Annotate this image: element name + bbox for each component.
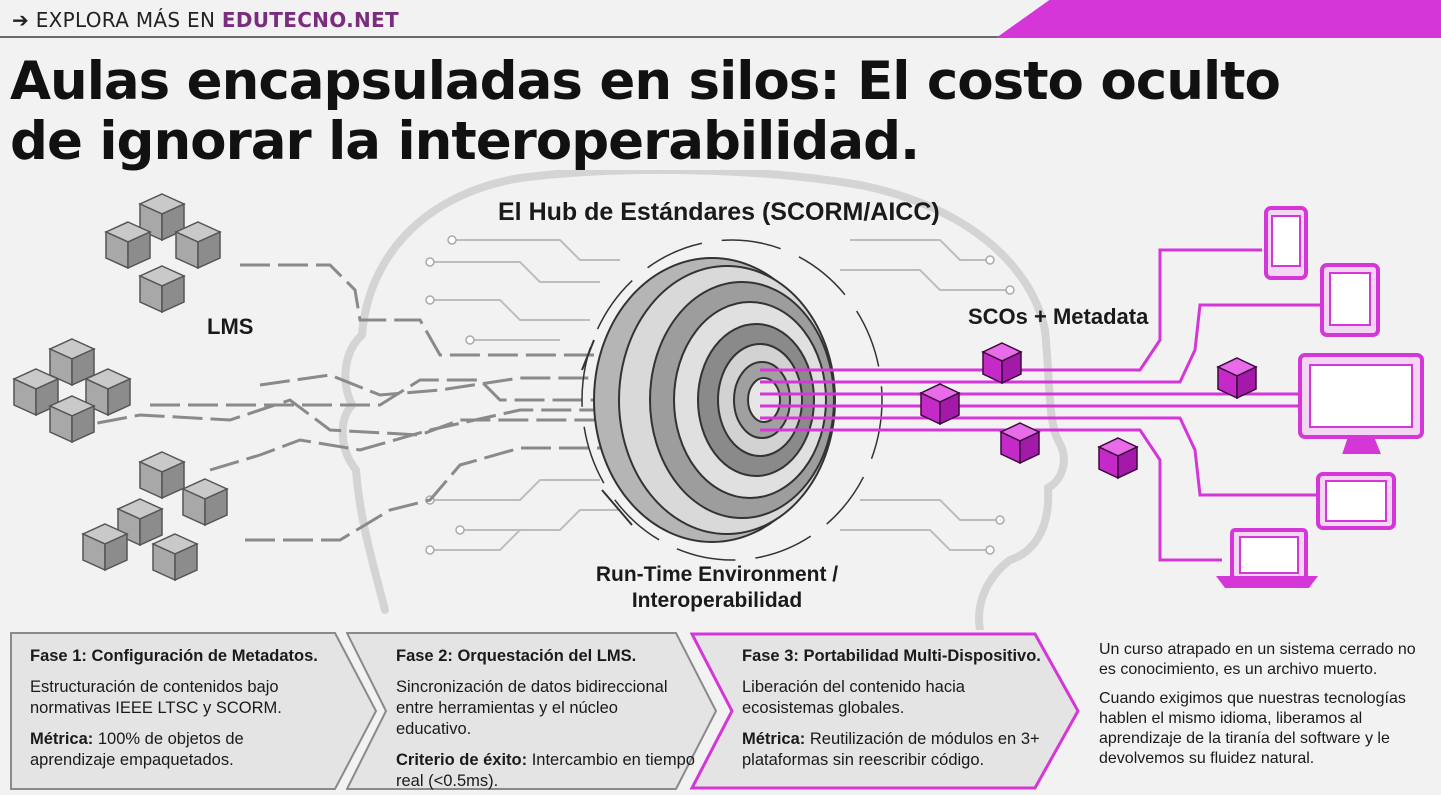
phase-1-card: Fase 1: Configuración de Metadatos. Estr… bbox=[10, 632, 380, 790]
phase-1-description: Estructuración de contenidos bajo normat… bbox=[30, 678, 282, 717]
rte-label: Run-Time Environment / Interoperabilidad bbox=[595, 563, 839, 612]
header-accent-band bbox=[996, 0, 1441, 38]
hub-label: El Hub de Estándares (SCORM/AICC) bbox=[498, 198, 940, 226]
standards-hub bbox=[581, 239, 883, 561]
phase-3-card: Fase 3: Portabilidad Multi-Dispositivo. … bbox=[690, 632, 1082, 790]
interoperability-diagram bbox=[13, 170, 1424, 630]
phase-2-arrow-shape bbox=[346, 632, 718, 790]
arrow-right-icon: ➔ bbox=[12, 8, 30, 32]
phase-2-card: Fase 2: Orquestación del LMS. Sincroniza… bbox=[346, 632, 720, 790]
site-name: EDUTECNO.NET bbox=[221, 8, 399, 32]
phase-3-title: Fase 3: Portabilidad Multi-Dispositivo. bbox=[742, 647, 1041, 665]
sco-label: SCOs + Metadata bbox=[968, 304, 1149, 329]
phase-3-arrow-shape bbox=[690, 632, 1080, 790]
lms-cluster-top bbox=[105, 193, 221, 313]
sco-cubes bbox=[920, 342, 1257, 479]
phase-1-title: Fase 1: Configuración de Metadatos. bbox=[30, 647, 318, 665]
tablet-landscape-icon bbox=[1316, 472, 1396, 530]
phase-3-metric: Métrica: Reutilización de módulos en 3+ … bbox=[742, 730, 1040, 769]
lms-cluster-middle bbox=[13, 338, 131, 443]
head-outline bbox=[338, 170, 1068, 630]
lms-cluster-bottom bbox=[82, 451, 228, 581]
phase-3-description: Liberación del contenido hacia ecosistem… bbox=[742, 678, 965, 717]
phase-2-title: Fase 2: Orquestación del LMS. bbox=[396, 647, 637, 665]
phase-2-metric: Criterio de éxito: Intercambio en tiempo… bbox=[396, 751, 695, 790]
laptop-icon bbox=[1216, 528, 1318, 588]
page-title: Aulas encapsuladas en silos: El costo oc… bbox=[10, 51, 1281, 172]
phase-1-arrow-shape bbox=[10, 632, 378, 790]
closing-paragraph-1: Un curso atrapado en un sistema cerrado … bbox=[1099, 641, 1416, 678]
phase-1-metric: Métrica: 100% de objetos de aprendizaje … bbox=[30, 730, 244, 769]
circuit-traces bbox=[430, 239, 1010, 551]
explore-text: EXPLORA MÁS EN bbox=[35, 8, 216, 32]
lms-label: LMS bbox=[207, 314, 254, 339]
tablet-icon bbox=[1320, 263, 1380, 337]
smartphone-icon bbox=[1264, 206, 1308, 280]
top-bar: ➔ EXPLORA MÁS EN EDUTECNO.NET bbox=[0, 0, 1441, 38]
silo-connections bbox=[59, 263, 610, 542]
phase-2-description: Sincronización de datos bidireccional en… bbox=[396, 678, 668, 738]
closing-paragraph-2: Cuando exigimos que nuestras tecnologías… bbox=[1099, 690, 1406, 767]
closing-statement: Un curso atrapado en un sistema cerrado … bbox=[1099, 640, 1434, 778]
sco-data-streams bbox=[760, 248, 1322, 562]
monitor-icon bbox=[1298, 353, 1424, 454]
explore-link[interactable]: ➔ EXPLORA MÁS EN EDUTECNO.NET bbox=[12, 8, 399, 32]
